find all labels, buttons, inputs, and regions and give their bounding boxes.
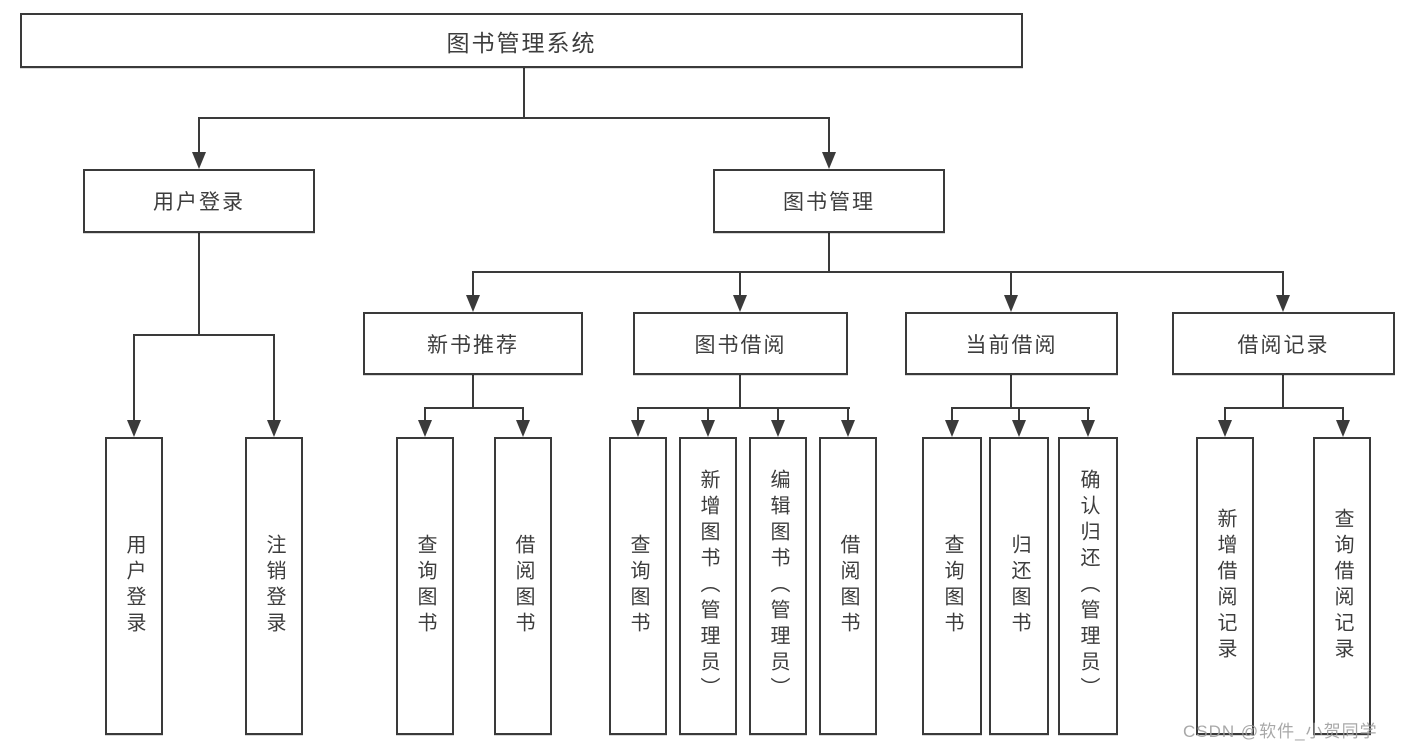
- node-user-login-label: 用户登录: [153, 191, 245, 214]
- node-root: 图书管理系统: [20, 13, 1023, 68]
- connector-to-book-borrow: [739, 271, 741, 298]
- connector-new-book-rec-split: [424, 407, 524, 409]
- csdn-watermark: CSDN @软件_小贺同学: [1183, 722, 1378, 741]
- connector-book-mgmt-stem: [828, 233, 830, 273]
- arrow-into-book-borrow: [733, 295, 747, 312]
- leaf-query-book-2-label: 查询图书: [627, 534, 649, 638]
- arrow-into-leaf-query-book-1: [418, 420, 432, 437]
- connector-root-to-user-login: [198, 117, 200, 153]
- connector-borrow-records-split: [1224, 407, 1344, 409]
- node-root-label: 图书管理系统: [446, 29, 597, 56]
- connector-to-current-borrow: [1010, 271, 1012, 298]
- arrow-into-leaf-add-book: [701, 420, 715, 437]
- connector-book-borrow-split: [637, 407, 850, 409]
- arrow-into-leaf-query-record: [1336, 420, 1350, 437]
- arrow-into-new-book-rec: [466, 295, 480, 312]
- connector-to-leaf-confirm-return: [1087, 407, 1089, 422]
- connector-current-borrow-split: [951, 407, 1090, 409]
- connector-to-leaf-query-record: [1342, 407, 1344, 422]
- node-book-mgmt-label: 图书管理: [783, 191, 875, 214]
- node-borrow-records: 借阅记录: [1172, 312, 1395, 375]
- leaf-logout-label: 注销登录: [263, 534, 285, 638]
- connector-book-mgmt-split: [472, 271, 1284, 273]
- arrow-into-leaf-login: [127, 420, 141, 437]
- connector-to-leaf-return-book: [1018, 407, 1020, 422]
- arrow-into-leaf-query-book-3: [945, 420, 959, 437]
- connector-root-to-book-mgmt: [828, 117, 830, 153]
- leaf-user-login: 用户登录: [105, 437, 163, 735]
- connector-to-leaf-add-record: [1224, 407, 1226, 422]
- node-user-login: 用户登录: [83, 169, 315, 233]
- node-book-mgmt: 图书管理: [713, 169, 945, 233]
- leaf-edit-book-label: 编辑图书（管理员）: [767, 469, 789, 703]
- connector-current-borrow-stem: [1010, 375, 1012, 409]
- arrow-into-current-borrow: [1004, 295, 1018, 312]
- leaf-add-record: 新增借阅记录: [1196, 437, 1254, 735]
- leaf-add-book: 新增图书（管理员）: [679, 437, 737, 735]
- leaf-confirm-return-label: 确认归还（管理员）: [1077, 469, 1099, 703]
- connector-to-leaf-login: [133, 334, 135, 422]
- leaf-query-record: 查询借阅记录: [1313, 437, 1371, 735]
- arrow-into-leaf-confirm-return: [1081, 420, 1095, 437]
- connector-user-login-stem: [198, 233, 200, 336]
- leaf-borrow-book-2-label: 借阅图书: [837, 534, 859, 638]
- connector-book-borrow-stem: [739, 375, 741, 409]
- connector-to-leaf-edit-book: [777, 407, 779, 422]
- leaf-borrow-book-1-label: 借阅图书: [512, 534, 534, 638]
- connector-to-leaf-query-book-2: [637, 407, 639, 422]
- leaf-borrow-book-2: 借阅图书: [819, 437, 877, 735]
- node-borrow-records-label: 借阅记录: [1237, 333, 1330, 357]
- node-book-borrow-label: 图书借阅: [694, 333, 787, 357]
- connector-to-leaf-borrow-book-1: [522, 407, 524, 422]
- arrow-into-user-login: [192, 152, 206, 169]
- leaf-return-book-label: 归还图书: [1008, 534, 1030, 638]
- connector-to-leaf-query-book-1: [424, 407, 426, 422]
- leaf-query-book-2: 查询图书: [609, 437, 667, 735]
- connector-to-leaf-add-book: [707, 407, 709, 422]
- leaf-query-book-3: 查询图书: [922, 437, 982, 735]
- leaf-add-record-label: 新增借阅记录: [1214, 508, 1236, 664]
- connector-to-new-book-rec: [472, 271, 474, 298]
- node-new-book-rec: 新书推荐: [363, 312, 583, 375]
- leaf-query-book-1-label: 查询图书: [414, 534, 436, 638]
- connector-root-split: [198, 117, 830, 119]
- arrow-into-leaf-borrow-book-2: [841, 420, 855, 437]
- arrow-into-leaf-query-book-2: [631, 420, 645, 437]
- node-current-borrow-label: 当前借阅: [965, 333, 1058, 357]
- arrow-into-leaf-add-record: [1218, 420, 1232, 437]
- connector-new-book-rec-stem: [472, 375, 474, 409]
- leaf-borrow-book-1: 借阅图书: [494, 437, 552, 735]
- arrow-into-leaf-edit-book: [771, 420, 785, 437]
- arrow-into-borrow-records: [1276, 295, 1290, 312]
- leaf-confirm-return: 确认归还（管理员）: [1058, 437, 1118, 735]
- leaf-logout: 注销登录: [245, 437, 303, 735]
- leaf-user-login-label: 用户登录: [123, 534, 145, 638]
- node-current-borrow: 当前借阅: [905, 312, 1118, 375]
- connector-to-leaf-logout: [273, 334, 275, 422]
- connector-to-leaf-query-book-3: [951, 407, 953, 422]
- connector-to-leaf-borrow-book-2: [847, 407, 849, 422]
- node-new-book-rec-label: 新书推荐: [427, 333, 519, 357]
- leaf-return-book: 归还图书: [989, 437, 1049, 735]
- connector-user-login-split: [133, 334, 275, 336]
- node-book-borrow: 图书借阅: [633, 312, 848, 375]
- arrow-into-leaf-logout: [267, 420, 281, 437]
- leaf-edit-book: 编辑图书（管理员）: [749, 437, 807, 735]
- connector-root-stem: [523, 68, 525, 118]
- leaf-add-book-label: 新增图书（管理员）: [697, 469, 719, 703]
- arrow-into-leaf-borrow-book-1: [516, 420, 530, 437]
- leaf-query-book-3-label: 查询图书: [941, 534, 963, 638]
- connector-to-borrow-records: [1282, 271, 1284, 298]
- leaf-query-record-label: 查询借阅记录: [1331, 508, 1353, 664]
- connector-borrow-records-stem: [1282, 375, 1284, 409]
- arrow-into-book-mgmt: [822, 152, 836, 169]
- arrow-into-leaf-return-book: [1012, 420, 1026, 437]
- leaf-query-book-1: 查询图书: [396, 437, 454, 735]
